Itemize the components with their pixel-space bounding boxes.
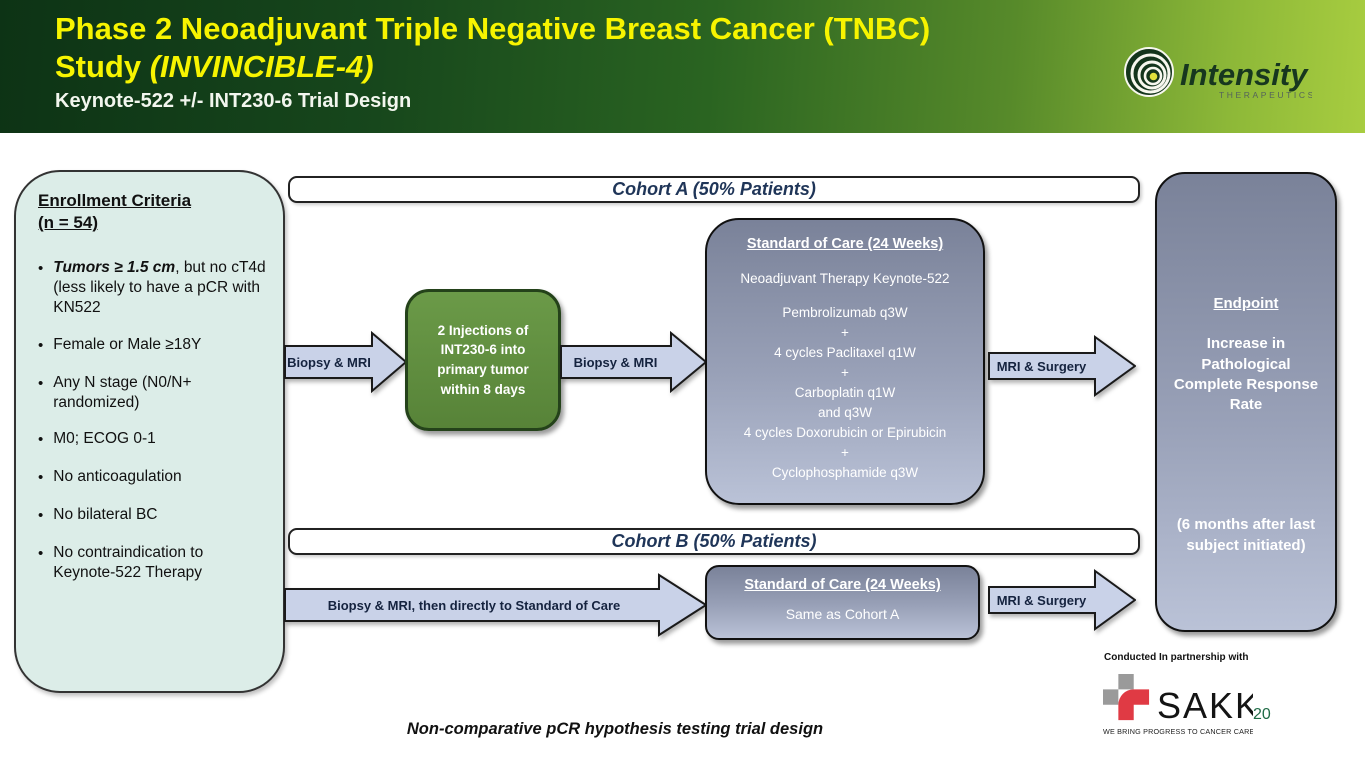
slide-title-line2-italic: (INVINCIBLE-4)	[149, 49, 374, 85]
list-item: Female or Male ≥18Y	[38, 335, 267, 356]
header-banner: Phase 2 Neoadjuvant Triple Negative Brea…	[0, 0, 1365, 133]
bullet-text: No anticoagulation	[53, 467, 181, 488]
injection-line: primary tumor	[437, 362, 529, 377]
mri-surgery-arrow-a: MRI & Surgery	[988, 334, 1137, 398]
bullet-rest: , but no cT4d (less likely to have a pCR…	[53, 259, 266, 316]
injection-line: within 8 days	[440, 381, 526, 397]
standard-of-care-b-box: Standard of Care (24 Weeks) Same as Coho…	[705, 565, 980, 640]
partnership-label: Conducted In partnership with	[1104, 652, 1249, 663]
bullet-rest: No contraindication to Keynote-522 Thera…	[53, 544, 204, 582]
bullet-rest: M0; ECOG 0-1	[53, 430, 156, 448]
soc-a-line: Carboplatin q1W	[794, 385, 896, 401]
sakk-cross-icon	[1103, 674, 1150, 721]
enrollment-bullet-list: Tumors ≥ 1.5 cm, but no cT4d (less likel…	[38, 258, 267, 583]
right-arrow-icon	[284, 573, 708, 637]
bullet-text: No contraindication to Keynote-522 Thera…	[53, 543, 267, 583]
standard-of-care-a-box: Standard of Care (24 Weeks) Neoadjuvant …	[705, 218, 985, 505]
sakk-tagline: WE BRING PROGRESS TO CANCER CARE	[1103, 727, 1253, 736]
biopsy-mri-arrow-1-label: Biopsy & MRI	[287, 354, 371, 370]
biopsy-mri-arrow-2-label: Biopsy & MRI	[573, 354, 658, 370]
soc-b-body: Same as Cohort A	[785, 606, 900, 623]
enrollment-heading-line1: Enrollment Criteria	[38, 191, 192, 210]
soc-a-line: +	[841, 445, 849, 461]
intensity-circles-icon	[1124, 47, 1174, 97]
right-arrow-icon	[988, 335, 1137, 397]
list-item: M0; ECOG 0-1	[38, 429, 267, 450]
enrollment-criteria-panel: Enrollment Criteria (n = 54) Tumors ≥ 1.…	[14, 170, 285, 693]
soc-a-line: Pembrolizumab q3W	[782, 305, 908, 321]
cohort-b-label: Cohort B (50% Patients)	[611, 531, 817, 551]
cohort-b-banner: Cohort B (50% Patients)	[288, 528, 1140, 555]
bullet-text: No bilateral BC	[53, 505, 157, 526]
soc-b-title: Standard of Care (24 Weeks)	[744, 577, 941, 593]
intensity-sub-wordmark: THERAPEUTICS	[1219, 90, 1312, 100]
bullet-text: Tumors ≥ 1.5 cm, but no cT4d (less likel…	[53, 258, 267, 317]
endpoint-box: Endpoint Increase in Pathological Comple…	[1155, 172, 1337, 632]
sakk-wordmark: SAKK	[1157, 685, 1253, 726]
soc-a-line: +	[841, 325, 849, 341]
soc-a-line: 4 cycles Doxorubicin or Epirubicin	[743, 425, 947, 441]
cohort-b-long-arrow-label: Biopsy & MRI, then directly to Standard …	[327, 597, 621, 613]
slide-title-line1: Phase 2 Neoadjuvant Triple Negative Brea…	[55, 11, 931, 46]
bullet-emphasis: Tumors ≥ 1.5 cm	[53, 259, 176, 277]
biopsy-mri-arrow-2: Biopsy & MRI	[560, 330, 708, 394]
slide-title-line2-plain: Study	[55, 49, 150, 85]
endpoint-title: Endpoint	[1213, 295, 1279, 312]
biopsy-mri-arrow-1: Biopsy & MRI	[284, 330, 408, 394]
bullet-rest: No bilateral BC	[53, 506, 158, 524]
mri-surgery-arrow-b: MRI & Surgery	[988, 568, 1137, 632]
intensity-logo: Intensity THERAPEUTICS	[1124, 47, 1312, 100]
cohort-a-label: Cohort A (50% Patients)	[612, 179, 816, 199]
soc-a-line: 4 cycles Paclitaxel q1W	[774, 345, 916, 361]
bullet-text: M0; ECOG 0-1	[53, 429, 156, 450]
bullet-rest: No anticoagulation	[53, 468, 182, 486]
soc-a-line: Cyclophosphamide q3W	[771, 465, 919, 481]
soc-a-line: and q3W	[817, 405, 873, 421]
right-arrow-icon	[988, 569, 1137, 631]
bullet-rest: Any N stage (N0/N+ randomized)	[53, 373, 192, 411]
bullet-rest: Female or Male ≥18Y	[53, 335, 202, 353]
endpoint-note: (6 months after last subject initiated)	[1176, 516, 1316, 554]
soc-a-line: +	[841, 365, 849, 381]
enrollment-heading: Enrollment Criteria (n = 54)	[38, 190, 267, 234]
sakk-logo: SAKK WE BRING PROGRESS TO CANCER CARE	[1103, 674, 1253, 736]
list-item: Any N stage (N0/N+ randomized)	[38, 373, 267, 413]
intensity-wordmark: Intensity	[1180, 57, 1309, 92]
int230-injection-box: 2 Injections of INT230-6 into primary tu…	[405, 289, 561, 431]
injection-line: INT230-6 into	[440, 342, 526, 358]
list-item: No bilateral BC	[38, 505, 267, 526]
list-item: Tumors ≥ 1.5 cm, but no cT4d (less likel…	[38, 258, 267, 317]
soc-a-title: Standard of Care (24 Weeks)	[746, 236, 944, 252]
page-number: 20	[1253, 706, 1271, 723]
list-item: No contraindication to Keynote-522 Thera…	[38, 543, 267, 583]
slide-subtitle: Keynote-522 +/- INT230-6 Trial Design	[55, 90, 412, 112]
list-item: No anticoagulation	[38, 467, 267, 488]
right-arrow-icon	[560, 330, 708, 394]
endpoint-body: Increase in Pathological Complete Respon…	[1173, 335, 1319, 413]
enrollment-heading-line2: (n = 54)	[38, 213, 98, 233]
mri-surgery-arrow-b-label: MRI & Surgery	[996, 592, 1087, 608]
slide-title-line2: Study (INVINCIBLE-4)	[55, 48, 1055, 86]
right-arrow-icon	[284, 330, 408, 394]
slide-title: Phase 2 Neoadjuvant Triple Negative Brea…	[55, 10, 1055, 86]
mri-surgery-arrow-a-label: MRI & Surgery	[996, 358, 1087, 374]
bullet-text: Any N stage (N0/N+ randomized)	[53, 373, 267, 413]
injection-line: 2 Injections of	[437, 322, 529, 338]
cohort-a-banner: Cohort A (50% Patients)	[288, 176, 1140, 203]
cohort-b-long-arrow: Biopsy & MRI, then directly to Standard …	[284, 573, 708, 637]
slide-caption: Non-comparative pCR hypothesis testing t…	[406, 720, 824, 738]
bullet-text: Female or Male ≥18Y	[53, 335, 201, 356]
soc-a-intro: Neoadjuvant Therapy Keynote-522	[740, 271, 950, 287]
